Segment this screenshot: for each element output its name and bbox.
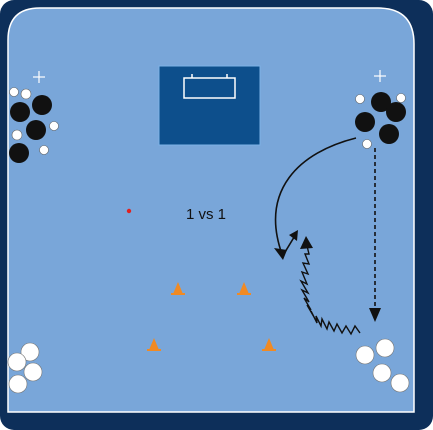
curved-pass-arrowhead-icon [274,248,287,260]
cone-icon [171,282,185,295]
drill-label: 1 vs 1 [185,206,227,223]
court-surface [7,7,415,413]
dribble-arrow-icon [299,245,361,336]
cone-icon [237,282,251,295]
player-group-top-left [9,87,59,163]
plus-marker-right-icon [374,70,386,82]
double-arrowhead-icon [289,230,298,241]
dribble-arrowhead-icon [300,236,313,249]
cone-icon [147,338,161,351]
goal [183,77,236,99]
ball-marker [126,208,132,214]
plus-marker-left-icon [33,71,45,83]
curved-pass-arrow-icon [274,137,357,258]
dashed-run-arrowhead-icon [369,308,381,322]
player-group-top-right [355,92,406,149]
player-group-bottom-right [355,338,410,393]
goal-area [158,65,261,146]
cone-icon [262,338,276,351]
player-group-bottom-left [7,342,43,394]
